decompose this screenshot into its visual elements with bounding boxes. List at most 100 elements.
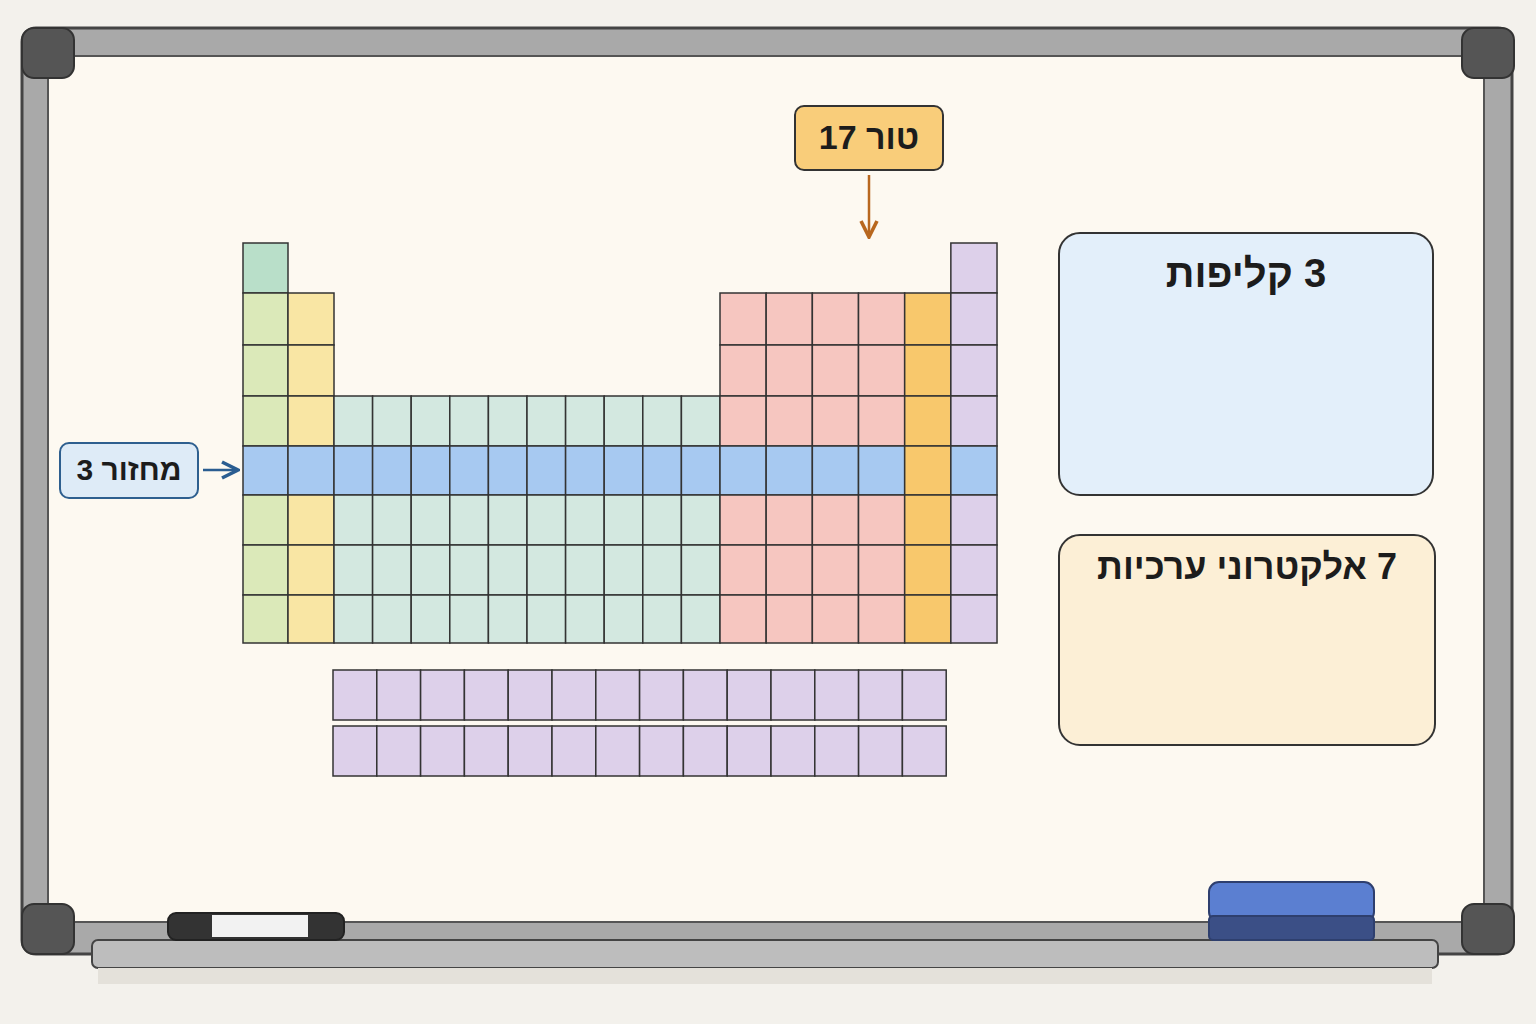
element-cell [815,726,859,776]
element-cell [566,545,605,595]
element-cell [681,446,720,495]
element-cell [243,293,288,345]
element-cell [411,545,450,595]
element-cell [566,396,605,446]
node-label: טור 17 [819,118,920,157]
element-cell [411,595,450,643]
element-cell [488,595,527,643]
element-cell [450,396,489,446]
element-cell [243,345,288,396]
element-cell [334,595,373,643]
element-cell [727,670,771,720]
element-cell [681,595,720,643]
element-cell [488,495,527,545]
element-cell [812,595,858,643]
element-cell [288,293,334,345]
element-cell [243,243,288,293]
element-cell [527,495,566,545]
element-cell [288,495,334,545]
element-cell [450,595,489,643]
element-cell [643,545,682,595]
element-cell [771,726,815,776]
element-cell [812,545,858,595]
element-cell [333,726,377,776]
node-label: מחזור 3 [76,453,181,488]
element-cell [334,545,373,595]
element-cell [421,670,465,720]
element-cell [766,396,812,446]
element-cell [643,595,682,643]
element-cell [951,396,997,446]
element-cell [488,396,527,446]
element-cell [488,545,527,595]
element-cell [377,726,421,776]
element-cell [527,595,566,643]
element-cell [604,446,643,495]
node-label: 3 קליפות [1060,250,1432,296]
element-cell [905,293,951,345]
element-cell [902,670,946,720]
board-surface [48,56,1484,922]
board-frame [22,28,1512,954]
element-cell [411,446,450,495]
element-cell [905,545,951,595]
element-cell [951,345,997,396]
element-cell [552,726,596,776]
element-cell [566,446,605,495]
element-cell [604,495,643,545]
element-cell [681,495,720,545]
periodic-table [243,243,997,776]
element-cell [766,446,812,495]
element-cell [902,726,946,776]
tray-shadow [98,968,1432,984]
element-cell [720,446,766,495]
element-cell [766,293,812,345]
element-cell [373,495,412,545]
element-cell [450,545,489,595]
element-cell [643,495,682,545]
element-cell [243,396,288,446]
element-cell [640,726,684,776]
element-cell [766,495,812,545]
element-cell [812,495,858,545]
element-cell [373,595,412,643]
element-cell [859,495,905,545]
element-cell [905,446,951,495]
element-cell [859,670,903,720]
element-cell [905,396,951,446]
element-cell [334,396,373,446]
element-cell [683,670,727,720]
element-cell [859,726,903,776]
element-cell [683,726,727,776]
element-cell [720,345,766,396]
element-cell [566,495,605,545]
element-cell [527,396,566,446]
element-cell [464,726,508,776]
element-cell [243,545,288,595]
element-cell [243,495,288,545]
element-cell [288,345,334,396]
element-cell [905,495,951,545]
valence-panel: 7 אלקטרוני ערכיות [1058,534,1436,746]
element-cell [720,293,766,345]
element-cell [508,670,552,720]
element-cell [334,446,373,495]
element-cell [604,595,643,643]
group-callout: טור 17 [794,105,944,171]
element-cell [450,495,489,545]
element-cell [450,446,489,495]
element-cell [766,345,812,396]
element-cell [288,396,334,446]
element-cell [951,293,997,345]
element-cell [643,396,682,446]
marker-body [168,913,344,940]
column-pointer [868,175,871,237]
element-cell [771,670,815,720]
element-cell [812,293,858,345]
element-cell [333,670,377,720]
element-cell [727,726,771,776]
board-tray [92,940,1438,968]
element-cell [604,396,643,446]
element-cell [905,345,951,396]
